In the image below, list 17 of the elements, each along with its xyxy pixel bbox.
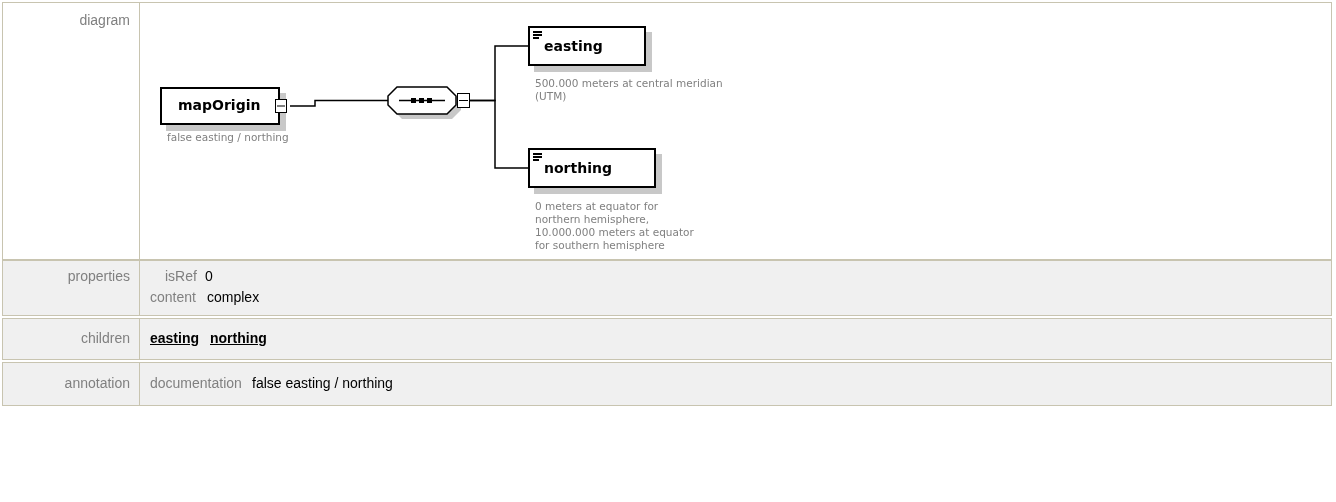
row-header: properties [66,268,130,284]
annotation-key: documentation [150,375,242,391]
child-link: northing [210,330,267,346]
row-header: diagram [78,12,130,28]
node-description: 500.000 meters at central meridian (UTM) [535,77,724,103]
property-value: 0 [205,268,213,284]
row-header: annotation [63,375,130,391]
row-header: children [79,330,130,346]
property-name: isRef [165,268,197,284]
property-value: complex [207,289,260,305]
connector-line [469,99,529,169]
annotation-text: false easting / northing [252,375,393,391]
node-description: false easting / northing [167,131,290,144]
property-name: content [150,289,196,305]
child-link: easting [150,330,199,346]
node-description: 0 meters at equator for northern hemisphere, 10.000.000 meters at equator for southern hemisphere [535,200,695,252]
connector-line [289,99,389,107]
